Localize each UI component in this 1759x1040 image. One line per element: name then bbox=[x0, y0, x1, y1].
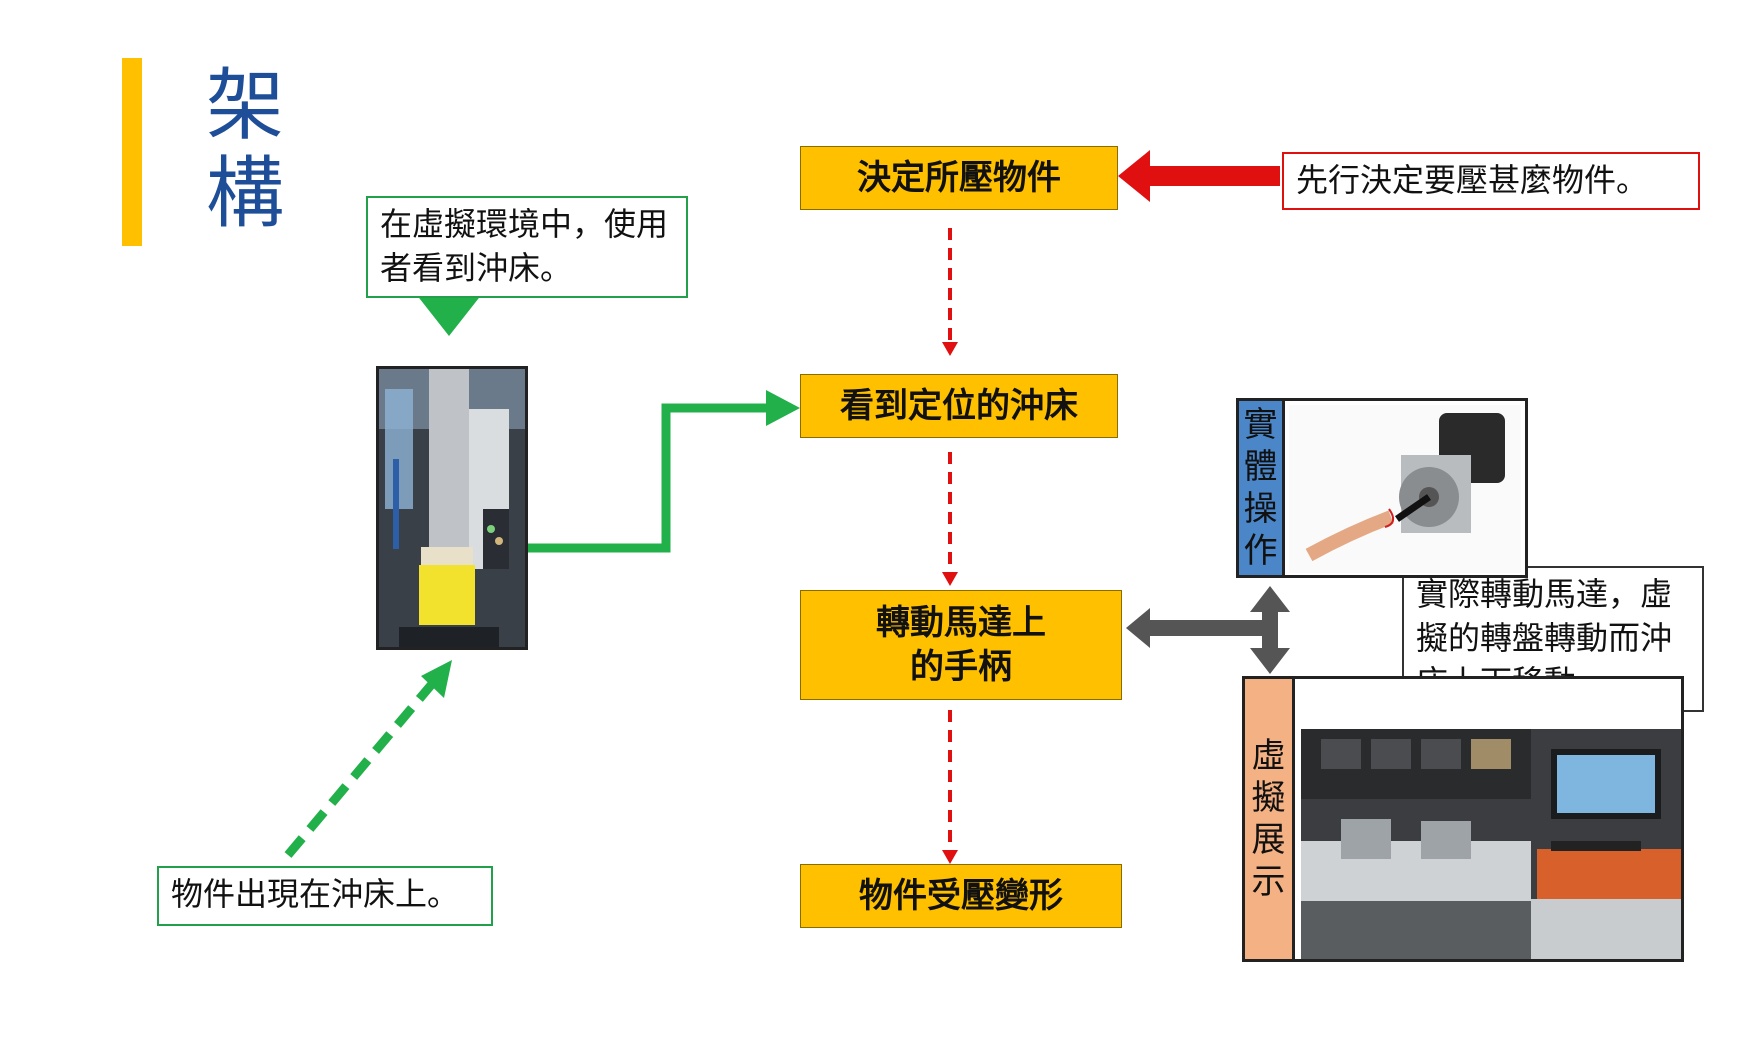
lab-setup-photo bbox=[1301, 729, 1681, 959]
virtual-display-panel: 虛擬展示 bbox=[1242, 676, 1684, 962]
title-accent-bar bbox=[122, 58, 142, 246]
physical-operation-panel: 實體操作 bbox=[1236, 398, 1528, 578]
flow-arrowhead-3 bbox=[942, 850, 958, 864]
green-dashed-arrowhead bbox=[421, 660, 452, 698]
red-arrowhead bbox=[1118, 150, 1150, 202]
vr-press-screenshot bbox=[376, 366, 528, 650]
red-arrow-shaft bbox=[1150, 166, 1280, 186]
step-rotate-handle: 轉動馬達上的手柄 bbox=[800, 590, 1122, 700]
step-see-press: 看到定位的沖床 bbox=[800, 374, 1118, 438]
page-title: 架構 bbox=[206, 61, 285, 239]
green-elbow-arrow bbox=[528, 403, 770, 553]
flow-arrowhead-2 bbox=[942, 572, 958, 586]
gray-bidirectional-connector bbox=[1126, 586, 1290, 674]
note-object-appears: 物件出現在沖床上。 bbox=[157, 866, 493, 926]
note-pointer-top bbox=[416, 294, 482, 336]
physical-label: 實體操作 bbox=[1239, 401, 1285, 575]
virtual-label: 虛擬展示 bbox=[1245, 679, 1295, 959]
note-user-sees-press: 在虛擬環境中，使用者看到沖床。 bbox=[366, 196, 688, 298]
flow-arrowhead-1 bbox=[942, 342, 958, 356]
step-decide-object: 決定所壓物件 bbox=[800, 146, 1118, 210]
motor-handle-photo bbox=[1289, 405, 1521, 573]
note-decide-first: 先行決定要壓甚麼物件。 bbox=[1282, 152, 1700, 210]
green-elbow-arrowhead bbox=[766, 390, 800, 426]
step-object-deforms: 物件受壓變形 bbox=[800, 864, 1122, 928]
green-dashed-arrow bbox=[284, 675, 441, 858]
